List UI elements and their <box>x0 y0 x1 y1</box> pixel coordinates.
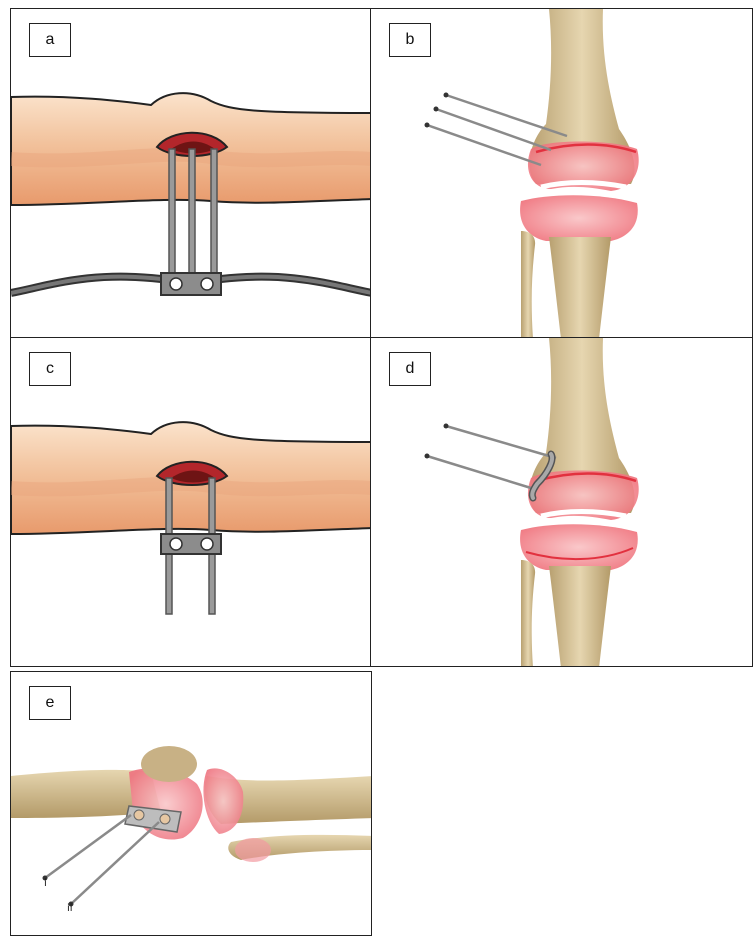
pins <box>45 815 159 904</box>
skin-wire-diagram-c <box>11 338 371 667</box>
patella <box>141 746 197 782</box>
panel-c: c <box>10 337 371 667</box>
panel-d: d <box>370 337 753 667</box>
fibula <box>521 560 535 667</box>
tibia <box>549 237 611 338</box>
skin-wire-diagram-a <box>11 9 371 338</box>
tibia <box>549 566 611 667</box>
knee-bone-diagram-b <box>371 9 753 338</box>
panel-label-c: c <box>29 352 71 386</box>
pin-label-i: i <box>44 878 47 889</box>
knee-bone-diagram-d <box>371 338 753 667</box>
fibula <box>521 231 535 338</box>
panel-a: a <box>10 8 371 338</box>
tibia-condyle-lateral <box>203 768 243 834</box>
tibia-plateau <box>520 524 638 570</box>
panel-b: b <box>370 8 753 338</box>
panel-label-d: d <box>389 352 431 386</box>
pin-label-ii: ii <box>67 903 73 914</box>
panel-e: e i ii <box>10 671 372 936</box>
panel-label-e: e <box>29 686 71 720</box>
panel-label-a: a <box>29 23 71 57</box>
tibia-plateau <box>520 195 638 241</box>
panel-label-b: b <box>389 23 431 57</box>
